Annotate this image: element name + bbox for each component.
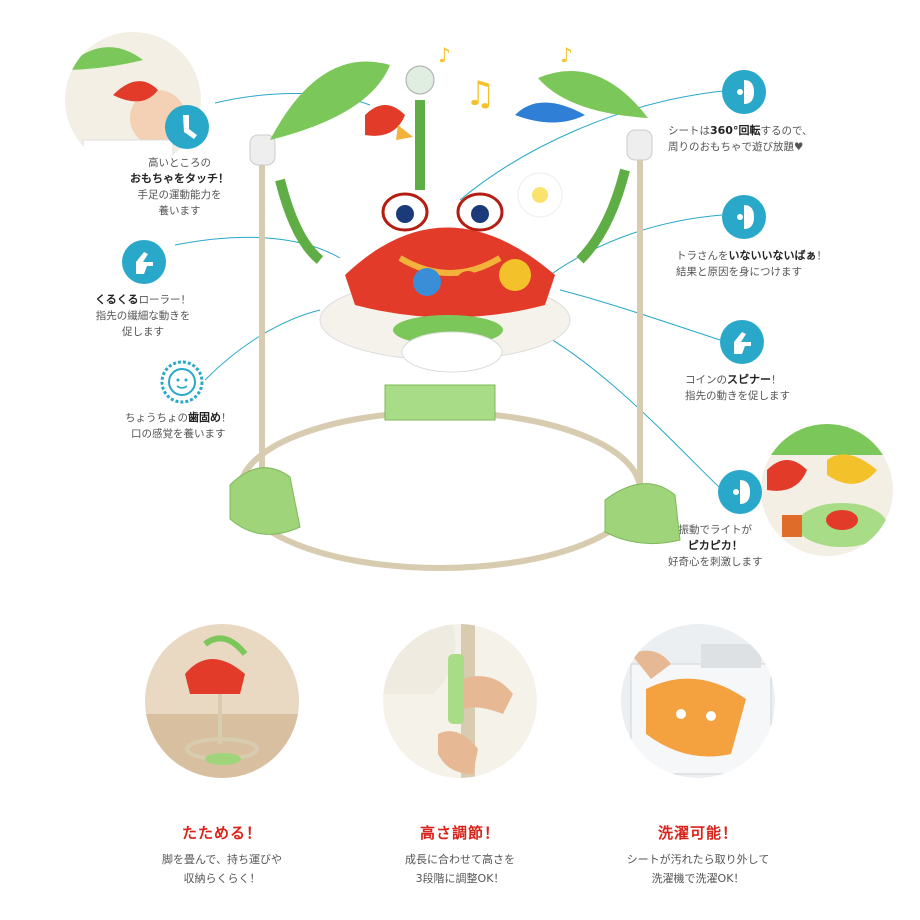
sun-face-icon <box>160 360 204 404</box>
feature-title-height: 高さ調節！ <box>419 824 500 842</box>
baby-reaching-photo <box>65 32 201 168</box>
callout-text: ！ <box>221 412 232 424</box>
feature-title-wash: 洗濯可能！ <box>657 824 738 842</box>
washable-photo <box>621 624 775 778</box>
callout-text: 促します <box>122 326 165 338</box>
feature-desc-line: 収納らくらく！ <box>183 872 261 885</box>
callout-tiger: トラさんをいないいないばぁ！ 結果と原因を身につけます <box>676 248 827 280</box>
feature-desc-line: 洗濯機で洗濯OK！ <box>651 872 745 885</box>
feature-desc-wash: シートが汚れたら取り外して 洗濯機で洗濯OK！ <box>588 850 808 888</box>
lights-closeup-photo <box>761 424 893 556</box>
hand-icon <box>122 240 166 284</box>
height-adjust-photo <box>383 624 537 778</box>
callout-text: 振動でライトが <box>678 524 753 536</box>
callout-emphasis: おもちゃをタッチ！ <box>130 172 229 185</box>
hand-icon <box>720 320 764 364</box>
callout-emphasis: 360°回転 <box>710 124 761 137</box>
callout-text: 好奇心を刺激します <box>668 556 763 568</box>
callout-text: 指先の繊細な動きを <box>95 310 191 322</box>
svg-text:♫: ♫ <box>465 74 495 114</box>
callout-text: 周りのおもちゃで遊び放題♥ <box>668 141 804 153</box>
svg-text:♪: ♪ <box>438 43 451 67</box>
callout-light: 振動でライトが ピカピカ！ 好奇心を刺激します <box>668 522 763 570</box>
feature-desc-line: 脚を畳んで、持ち運びや <box>161 853 282 866</box>
leg-icon <box>165 105 209 149</box>
callout-text: 高いところの <box>148 157 211 169</box>
feature-desc-line: 3段階に調整OK！ <box>415 872 505 885</box>
callout-emphasis: くるくる <box>95 293 139 306</box>
callout-text: するので、 <box>760 125 813 137</box>
callout-text: 手足の運動能力を <box>137 189 222 201</box>
callout-reach: 高いところの おもちゃをタッチ！ 手足の運動能力を 養います <box>130 155 229 219</box>
callout-spinner: コインのスピナー！ 指先の動きを促します <box>685 372 790 404</box>
callout-text: ローラー！ <box>138 294 192 306</box>
callout-emphasis: いないいないばぁ <box>728 249 817 262</box>
callout-text: ちょうちょの <box>125 412 188 424</box>
face-icon <box>718 470 762 514</box>
callout-emphasis: ピカピカ！ <box>687 539 743 552</box>
callout-emphasis: 歯固め <box>188 411 221 424</box>
callout-text: ！ <box>771 374 782 386</box>
callout-text: 結果と原因を身につけます <box>676 266 802 278</box>
callout-text: 養います <box>158 205 201 217</box>
feature-desc-line: 成長に合わせて高さを <box>405 853 515 866</box>
face-icon <box>722 70 766 114</box>
svg-text:♪: ♪ <box>560 43 573 67</box>
face-icon <box>722 195 766 239</box>
feature-desc-line: シートが汚れたら取り外して <box>626 853 770 866</box>
callout-seat: シートは360°回転するので、 周りのおもちゃで遊び放題♥ <box>668 123 813 155</box>
callout-emphasis: スピナー <box>727 373 771 386</box>
callout-text: シートは <box>668 125 710 137</box>
callout-text: コインの <box>685 374 727 386</box>
callout-text: ！ <box>816 250 828 262</box>
callout-text: 指先の動きを促します <box>685 390 790 402</box>
feature-desc-fold: 脚を畳んで、持ち運びや 収納らくらく！ <box>112 850 332 888</box>
foldable-photo <box>145 624 299 778</box>
callout-text: 口の感覚を養います <box>131 428 226 440</box>
feature-desc-height: 成長に合わせて高さを 3段階に調整OK！ <box>350 850 570 888</box>
feature-title-fold: たためる！ <box>181 824 262 842</box>
callout-text: トラさんを <box>676 250 729 262</box>
callout-roller: くるくるローラー！ 指先の繊細な動きを 促します <box>95 292 191 340</box>
callout-teether: ちょうちょの歯固め！ 口の感覚を養います <box>125 410 232 442</box>
